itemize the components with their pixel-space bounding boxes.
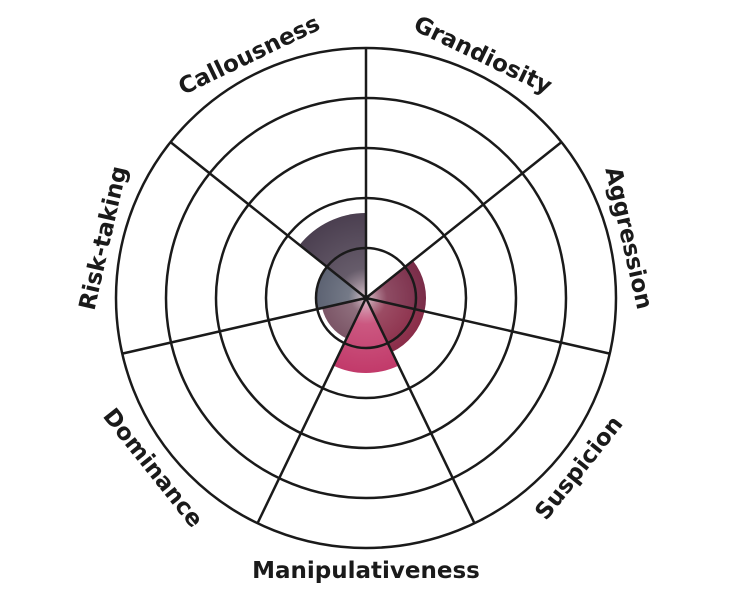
sector-suspicion [366,298,425,353]
category-label: Manipulativeness [252,558,480,584]
grid-spoke [169,141,367,299]
category-label: Dominance [97,404,207,533]
center-dot [363,295,369,301]
grid-spoke [365,141,563,299]
grid-spoke [256,297,368,524]
grid-spoke [365,296,611,355]
sector-risk-taking [316,266,366,310]
sector-aggression [366,260,426,312]
grid-spoke [121,296,367,355]
sector-manipulativeness [333,298,399,373]
sector-dominance [322,298,366,339]
sector-callousness [299,213,366,298]
grid-spoke [364,297,476,524]
